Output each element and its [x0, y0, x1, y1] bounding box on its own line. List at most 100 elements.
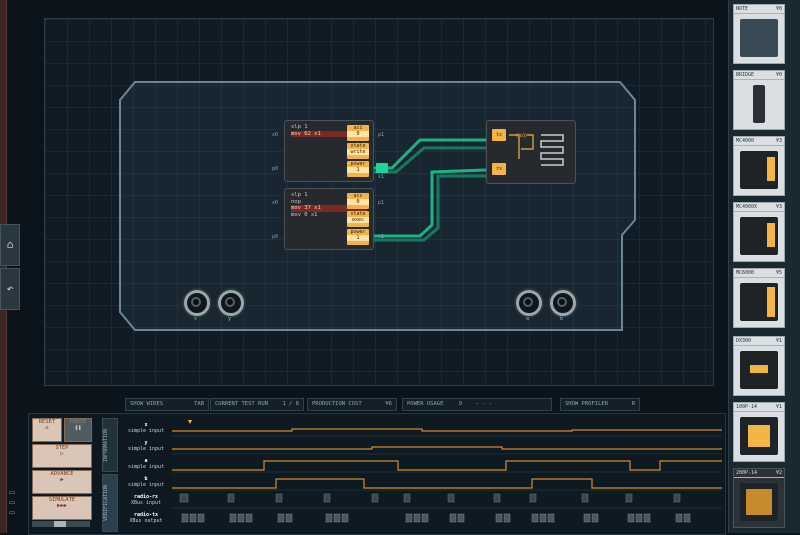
card-title: 200P-14 [734, 469, 784, 478]
button-label: PAUSE [69, 419, 87, 425]
button-label: SIMULATE [48, 497, 76, 503]
port-label: p0 [272, 234, 279, 240]
step-button[interactable]: STEP ▷ [32, 444, 92, 468]
radio-module[interactable]: tx rx ((o)) [486, 120, 576, 184]
reset-button[interactable]: RESET ↺ [32, 418, 62, 442]
note-icon [740, 19, 778, 57]
palette-mc6000[interactable]: MC6000 ¥5 [733, 268, 785, 328]
wave-x [172, 428, 722, 432]
palette-note[interactable]: NOTE ¥0 [733, 4, 785, 64]
card-title: NOTE [734, 5, 784, 14]
simulate-button[interactable]: SIMULATE ▶▶▶ [32, 496, 92, 520]
port-label: x0 [272, 132, 279, 138]
100p14-icon [740, 417, 778, 455]
waveform-display [172, 418, 722, 530]
radio-tx-port: tx [492, 129, 506, 141]
bridge-icon [753, 85, 765, 123]
wire-junction[interactable] [376, 163, 388, 173]
code-line: mov 0 x1 [291, 211, 318, 218]
palette-mc4000x[interactable]: MC4000X ¥3 [733, 202, 785, 262]
step-icon: ▷ [60, 451, 64, 457]
reset-icon: ↺ [45, 425, 49, 431]
mc-chip-b[interactable]: slp 1 nop mov 37 x1 mov 0 x1 acc 0 state… [284, 188, 374, 250]
reg-value: 0 [347, 131, 369, 137]
wave-b [172, 478, 722, 489]
palette-mc4000[interactable]: MC4000 ¥3 [733, 136, 785, 196]
reg-power: power 1 [347, 161, 369, 177]
code-line-active: mov 62 x1 [291, 130, 367, 137]
port-label: x1 [378, 234, 385, 240]
code-line: slp 1 [291, 192, 308, 198]
pause-button[interactable]: PAUSE ❚❚ [64, 418, 92, 442]
mc6000-icon [740, 283, 778, 321]
io-socket-x[interactable] [184, 290, 210, 316]
show-wires-toggle[interactable]: SHOW WIRES TAB [125, 398, 209, 411]
home-button[interactable]: ⌂ [0, 224, 20, 266]
show-profiler-toggle[interactable]: SHOW PROFILER R [560, 398, 640, 411]
status-value: 1 / 8 [282, 401, 299, 407]
status-label: PRODUCTION COST [312, 401, 362, 407]
back-icon: ↶ [6, 282, 14, 295]
io-socket-y[interactable] [218, 290, 244, 316]
power-usage: POWER USAGE 9 - - - [402, 398, 552, 411]
card-price: ¥2 [775, 470, 782, 476]
left-frame [0, 0, 7, 533]
button-label: ADVANCE [50, 471, 74, 477]
reg-value: 1 [347, 235, 369, 241]
socket-label: a [526, 316, 530, 322]
palette-100p14[interactable]: 100P-14 ¥1 [733, 402, 785, 462]
mc-chip-a[interactable]: slp 1 mov 62 x1 acc 0 state write power … [284, 120, 374, 182]
tab-verification[interactable]: VERIFICATION [102, 474, 118, 532]
palette-200p14[interactable]: 200P-14 ¥2 [733, 468, 785, 528]
chip-a-code[interactable]: slp 1 mov 62 x1 [285, 121, 373, 140]
svg-text:((o)): ((o)) [516, 133, 527, 139]
back-button[interactable]: ↶ [0, 268, 20, 310]
production-cost: PRODUCTION COST ¥6 [307, 398, 397, 411]
time-cursor [188, 420, 192, 424]
chip-b-code[interactable]: slp 1 nop mov 37 x1 mov 0 x1 [285, 189, 373, 221]
status-label: SHOW WIRES [130, 401, 164, 407]
advance-icon: ▶ [60, 477, 64, 483]
key-hint: TAB [194, 401, 204, 407]
tab-information[interactable]: INFORMATION [102, 418, 118, 472]
port-label: x0 [272, 200, 279, 206]
circuit-board[interactable] [44, 18, 714, 386]
status-dashes: - - - [475, 401, 492, 407]
card-price: ¥1 [775, 404, 782, 410]
port-label: p1 [378, 132, 385, 138]
card-price: ¥0 [775, 72, 782, 78]
status-label: POWER USAGE [407, 401, 444, 407]
reg-value: write [347, 149, 369, 155]
button-label: STEP [55, 445, 69, 451]
palette-bridge[interactable]: BRIDGE ¥0 [733, 70, 785, 130]
logo-icon: ▭▭▭ [9, 488, 15, 518]
status-label: SHOW PROFILER [565, 401, 609, 407]
status-value: ¥6 [385, 401, 392, 407]
io-socket-a[interactable] [516, 290, 542, 316]
mc4000-icon [740, 151, 778, 189]
current-test-run: CURRENT TEST RUN 1 / 8 [210, 398, 304, 411]
card-title: DX300 [734, 337, 784, 346]
io-socket-b[interactable] [550, 290, 576, 316]
reg-value: exec [347, 217, 369, 223]
card-price: ¥1 [775, 338, 782, 344]
status-value: 9 [458, 401, 463, 407]
radio-signal-icon: ((o)) [509, 133, 534, 159]
card-title: BRIDGE [734, 71, 784, 80]
palette-dx300[interactable]: DX300 ¥1 [733, 336, 785, 396]
port-label: x1 [378, 174, 385, 180]
port-label: p1 [378, 200, 385, 206]
key-hint: R [631, 401, 635, 407]
button-label: RESET [38, 419, 56, 425]
status-label: CURRENT TEST RUN [215, 401, 268, 407]
card-title: 100P-14 [734, 403, 784, 412]
speed-slider[interactable] [32, 521, 90, 527]
card-price: ¥0 [775, 6, 782, 12]
simulate-icon: ▶▶▶ [57, 503, 67, 509]
reg-power: power 1 [347, 229, 369, 245]
mc4000x-icon [740, 217, 778, 255]
advance-button[interactable]: ADVANCE ▶ [32, 470, 92, 494]
slider-handle[interactable] [54, 521, 66, 527]
